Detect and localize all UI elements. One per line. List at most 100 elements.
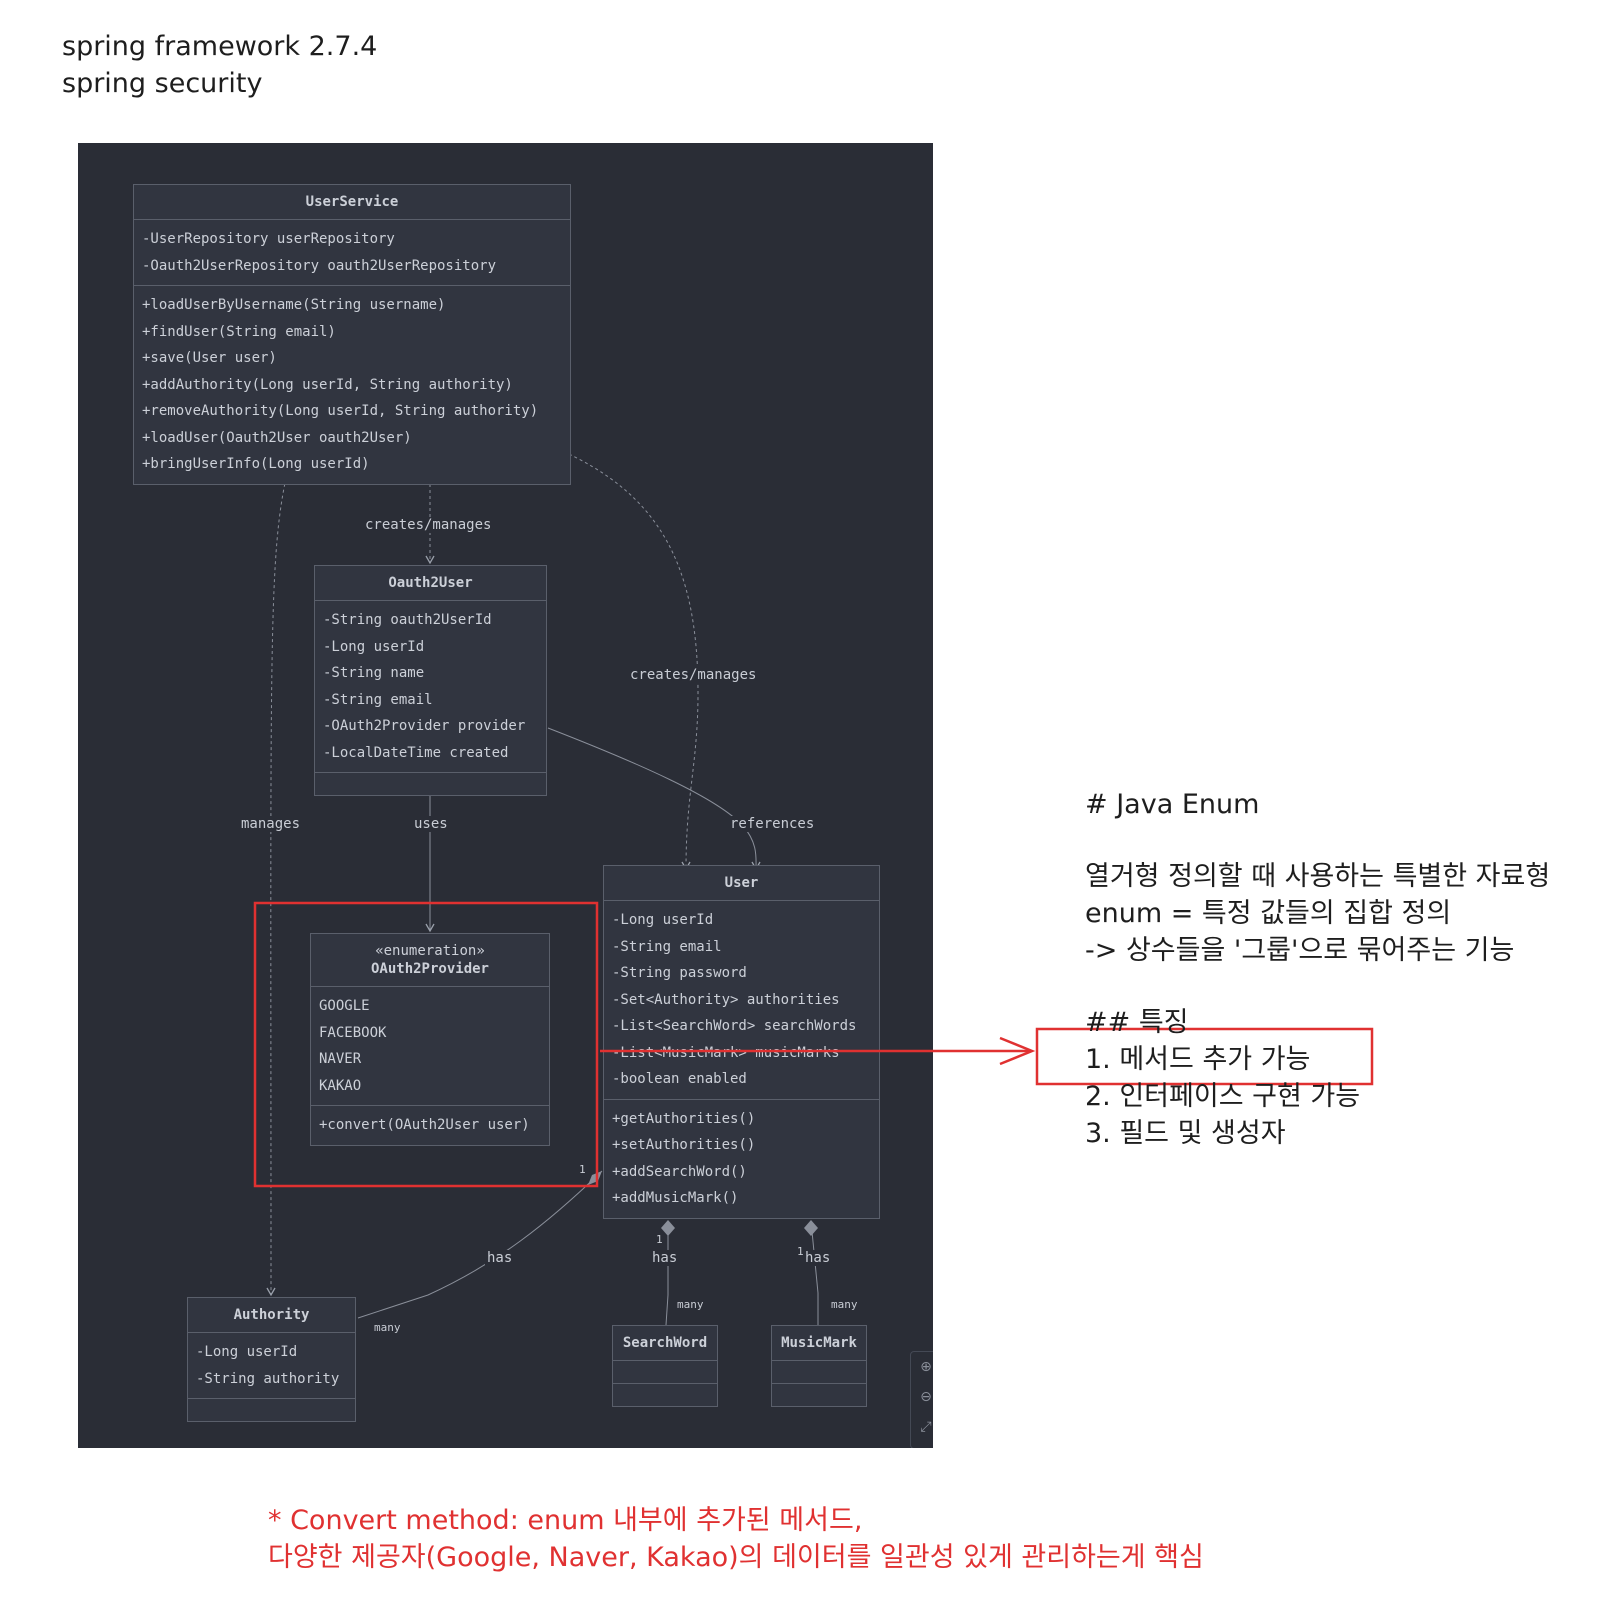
field-row: -Long userId	[196, 1344, 298, 1360]
method-row: +bringUserInfo(Long userId)	[142, 456, 370, 472]
field-row: -Oauth2UserRepository oauth2UserReposito…	[142, 257, 497, 274]
field-row: -List<SearchWord> searchWords	[612, 1018, 857, 1034]
zoom-in-icon[interactable]: ⊕	[920, 1359, 932, 1375]
class-fields: -UserRepository userRepository -Oauth2Us…	[134, 220, 570, 286]
class-methods: +getAuthorities() +setAuthorities() +add…	[604, 1100, 879, 1218]
class-header: SearchWord	[613, 1326, 717, 1361]
zoom-out-icon[interactable]: ⊖	[920, 1389, 932, 1405]
edge-oauth2user-user	[547, 727, 761, 871]
class-fields-empty	[613, 1361, 717, 1384]
field-row: -Set<Authority> authorities	[612, 991, 840, 1008]
method-row: +addAuthority(Long userId, String author…	[142, 376, 513, 393]
field-row: -List<MusicMark> musicMarks	[612, 1044, 840, 1061]
page-title: spring framework 2.7.4 spring security	[62, 28, 377, 102]
enum-value: FACEBOOK	[319, 1024, 387, 1041]
field-row: -String name	[323, 665, 425, 681]
class-header: MusicMark	[772, 1326, 866, 1361]
class-methods-empty	[613, 1384, 717, 1406]
fit-view-icon[interactable]: ⤢	[920, 1419, 932, 1435]
edge-userservice-user	[557, 448, 699, 871]
edge-user-authority	[357, 1170, 603, 1319]
annotation-arrow-head	[999, 1036, 1036, 1066]
method-row: +addSearchWord()	[612, 1163, 747, 1180]
class-name: OAuth2Provider	[370, 961, 489, 977]
uml-class-diagram[interactable]: UserService -UserRepository userReposito…	[78, 143, 933, 1448]
class-fields-empty	[772, 1361, 866, 1384]
zoom-controls: ⊕ ⊖ ⤢	[910, 1351, 933, 1448]
class-methods-empty	[188, 1399, 355, 1421]
footnote-line: * Convert method: enum 내부에 추가된 메서드,	[268, 1505, 863, 1536]
field-row: -Long userId	[323, 638, 425, 655]
notes-line: enum = 특정 값들의 집합 정의	[1085, 898, 1452, 929]
class-methods-empty	[315, 773, 546, 795]
class-userservice[interactable]: UserService -UserRepository userReposito…	[133, 184, 571, 485]
class-searchword[interactable]: SearchWord	[612, 1325, 718, 1407]
class-user[interactable]: User -Long userId -String email -String …	[603, 865, 880, 1219]
edge-label-has: has	[803, 1250, 833, 1266]
diamond-user-authority	[588, 1171, 602, 1185]
class-fields: -Long userId -String authority	[188, 1333, 355, 1399]
class-authority[interactable]: Authority -Long userId -String authority	[187, 1297, 356, 1422]
class-oauth2user[interactable]: Oauth2User -String oauth2UserId -Long us…	[314, 565, 547, 796]
class-header: Authority	[188, 1298, 355, 1333]
method-row: +loadUser(Oauth2User oauth2User)	[142, 429, 412, 446]
edge-label-uses: uses	[412, 816, 450, 832]
class-oauth2provider[interactable]: «enumeration» OAuth2Provider GOOGLE FACE…	[310, 933, 550, 1146]
class-header: UserService	[134, 185, 570, 220]
method-row: +removeAuthority(Long userId, String aut…	[142, 403, 539, 419]
stereotype-label: «enumeration»	[375, 943, 485, 959]
class-fields: -Long userId -String email -String passw…	[604, 901, 879, 1100]
enum-value: KAKAO	[319, 1077, 362, 1094]
enum-value: NAVER	[319, 1051, 362, 1067]
class-methods: +convert(OAuth2User user)	[311, 1106, 549, 1145]
method-row: +convert(OAuth2User user)	[319, 1117, 530, 1133]
enum-values: GOOGLE FACEBOOK NAVER KAKAO	[311, 987, 549, 1106]
notes-item: 2. 인터페이스 구현 가능	[1085, 1081, 1361, 1112]
class-methods-empty	[772, 1384, 866, 1406]
field-row: -String oauth2UserId	[323, 612, 492, 628]
edge-userservice-authority	[266, 477, 287, 1297]
field-row: -String password	[612, 965, 747, 981]
field-row: -boolean enabled	[612, 1071, 747, 1087]
class-header: «enumeration» OAuth2Provider	[311, 934, 549, 987]
edge-label-references: references	[728, 816, 817, 832]
notes-line: -> 상수들을 '그룹'으로 묶어주는 기능	[1085, 935, 1515, 966]
method-row: +getAuthorities()	[612, 1110, 756, 1127]
edge-label-creates-manages: creates/manages	[628, 667, 759, 683]
field-row: -String email	[612, 938, 722, 955]
method-row: +addMusicMark()	[612, 1190, 739, 1206]
footnote-line: 다양한 제공자(Google, Naver, Kakao)의 데이터를 일관성 …	[268, 1542, 1204, 1573]
method-row: +loadUserByUsername(String username)	[142, 297, 446, 313]
edge-label-has: has	[650, 1250, 680, 1266]
multiplicity-label: many	[677, 1298, 704, 1311]
notes-item: 3. 필드 및 생성자	[1085, 1118, 1286, 1149]
notes-heading: # Java Enum	[1085, 789, 1260, 820]
title-line-2: spring security	[62, 68, 263, 99]
field-row: -String email	[323, 691, 433, 708]
class-musicmark[interactable]: MusicMark	[771, 1325, 867, 1407]
field-row: -UserRepository userRepository	[142, 231, 395, 247]
edge-user-searchword	[665, 1221, 669, 1326]
multiplicity-label: many	[831, 1298, 858, 1311]
field-row: -OAuth2Provider provider	[323, 718, 526, 734]
diamond-user-searchword	[661, 1220, 675, 1236]
notes-item: 1. 메서드 추가 가능	[1085, 1044, 1311, 1075]
notes-subheading: ## 특징	[1085, 1007, 1189, 1038]
class-header: Oauth2User	[315, 566, 546, 601]
notes-line: 열거형 정의할 때 사용하는 특별한 자료형	[1085, 861, 1551, 892]
method-row: +save(User user)	[142, 350, 277, 366]
field-row: -String authority	[196, 1370, 340, 1387]
multiplicity-label: 1	[656, 1233, 663, 1246]
method-row: +setAuthorities()	[612, 1137, 756, 1153]
multiplicity-label: 1	[797, 1245, 804, 1258]
class-fields: -String oauth2UserId -Long userId -Strin…	[315, 601, 546, 773]
convert-method-footnote: * Convert method: enum 내부에 추가된 메서드, 다양한 …	[268, 1502, 1204, 1576]
field-row: -Long userId	[612, 912, 714, 928]
edge-label-has: has	[485, 1250, 515, 1266]
method-row: +findUser(String email)	[142, 323, 336, 340]
edge-label-manages: manages	[239, 816, 303, 832]
edge-user-musicmark	[810, 1220, 819, 1325]
multiplicity-label: 1	[579, 1163, 586, 1176]
enum-value: GOOGLE	[319, 998, 370, 1014]
field-row: -LocalDateTime created	[323, 744, 509, 761]
